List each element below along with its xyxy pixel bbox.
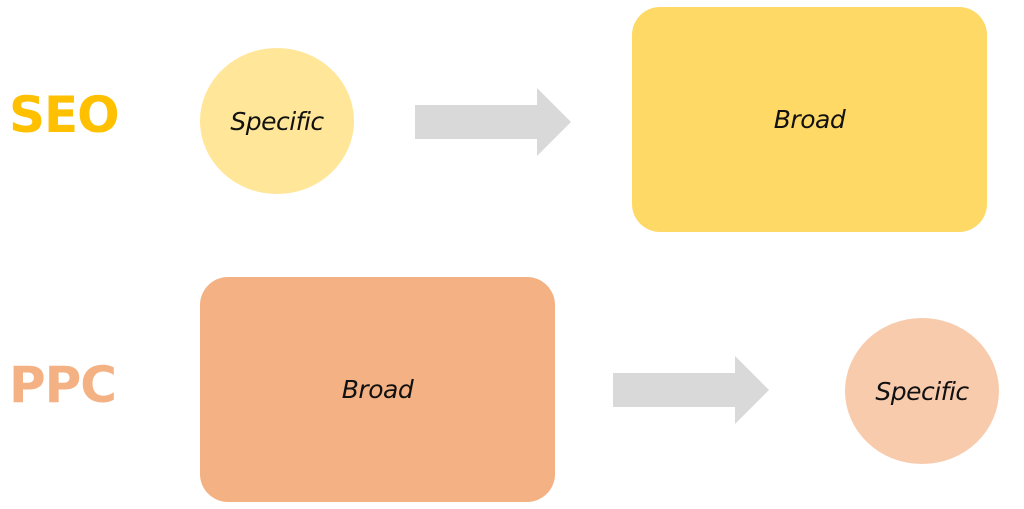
seo-broad-box: Broad xyxy=(632,7,987,232)
right-arrow-icon xyxy=(415,88,571,156)
ppc-specific-text: Specific xyxy=(875,376,969,406)
seo-arrow-shape xyxy=(415,88,571,156)
seo-label: SEO xyxy=(9,86,120,144)
seo-specific-circle: Specific xyxy=(200,48,354,194)
ppc-label: PPC xyxy=(9,356,117,414)
ppc-broad-text: Broad xyxy=(341,375,414,404)
seo-specific-text: Specific xyxy=(230,106,324,136)
ppc-specific-circle: Specific xyxy=(845,318,999,464)
ppc-broad-box: Broad xyxy=(200,277,555,502)
seo-broad-text: Broad xyxy=(773,105,846,134)
right-arrow-icon xyxy=(613,356,769,424)
ppc-arrow-shape xyxy=(613,356,769,424)
